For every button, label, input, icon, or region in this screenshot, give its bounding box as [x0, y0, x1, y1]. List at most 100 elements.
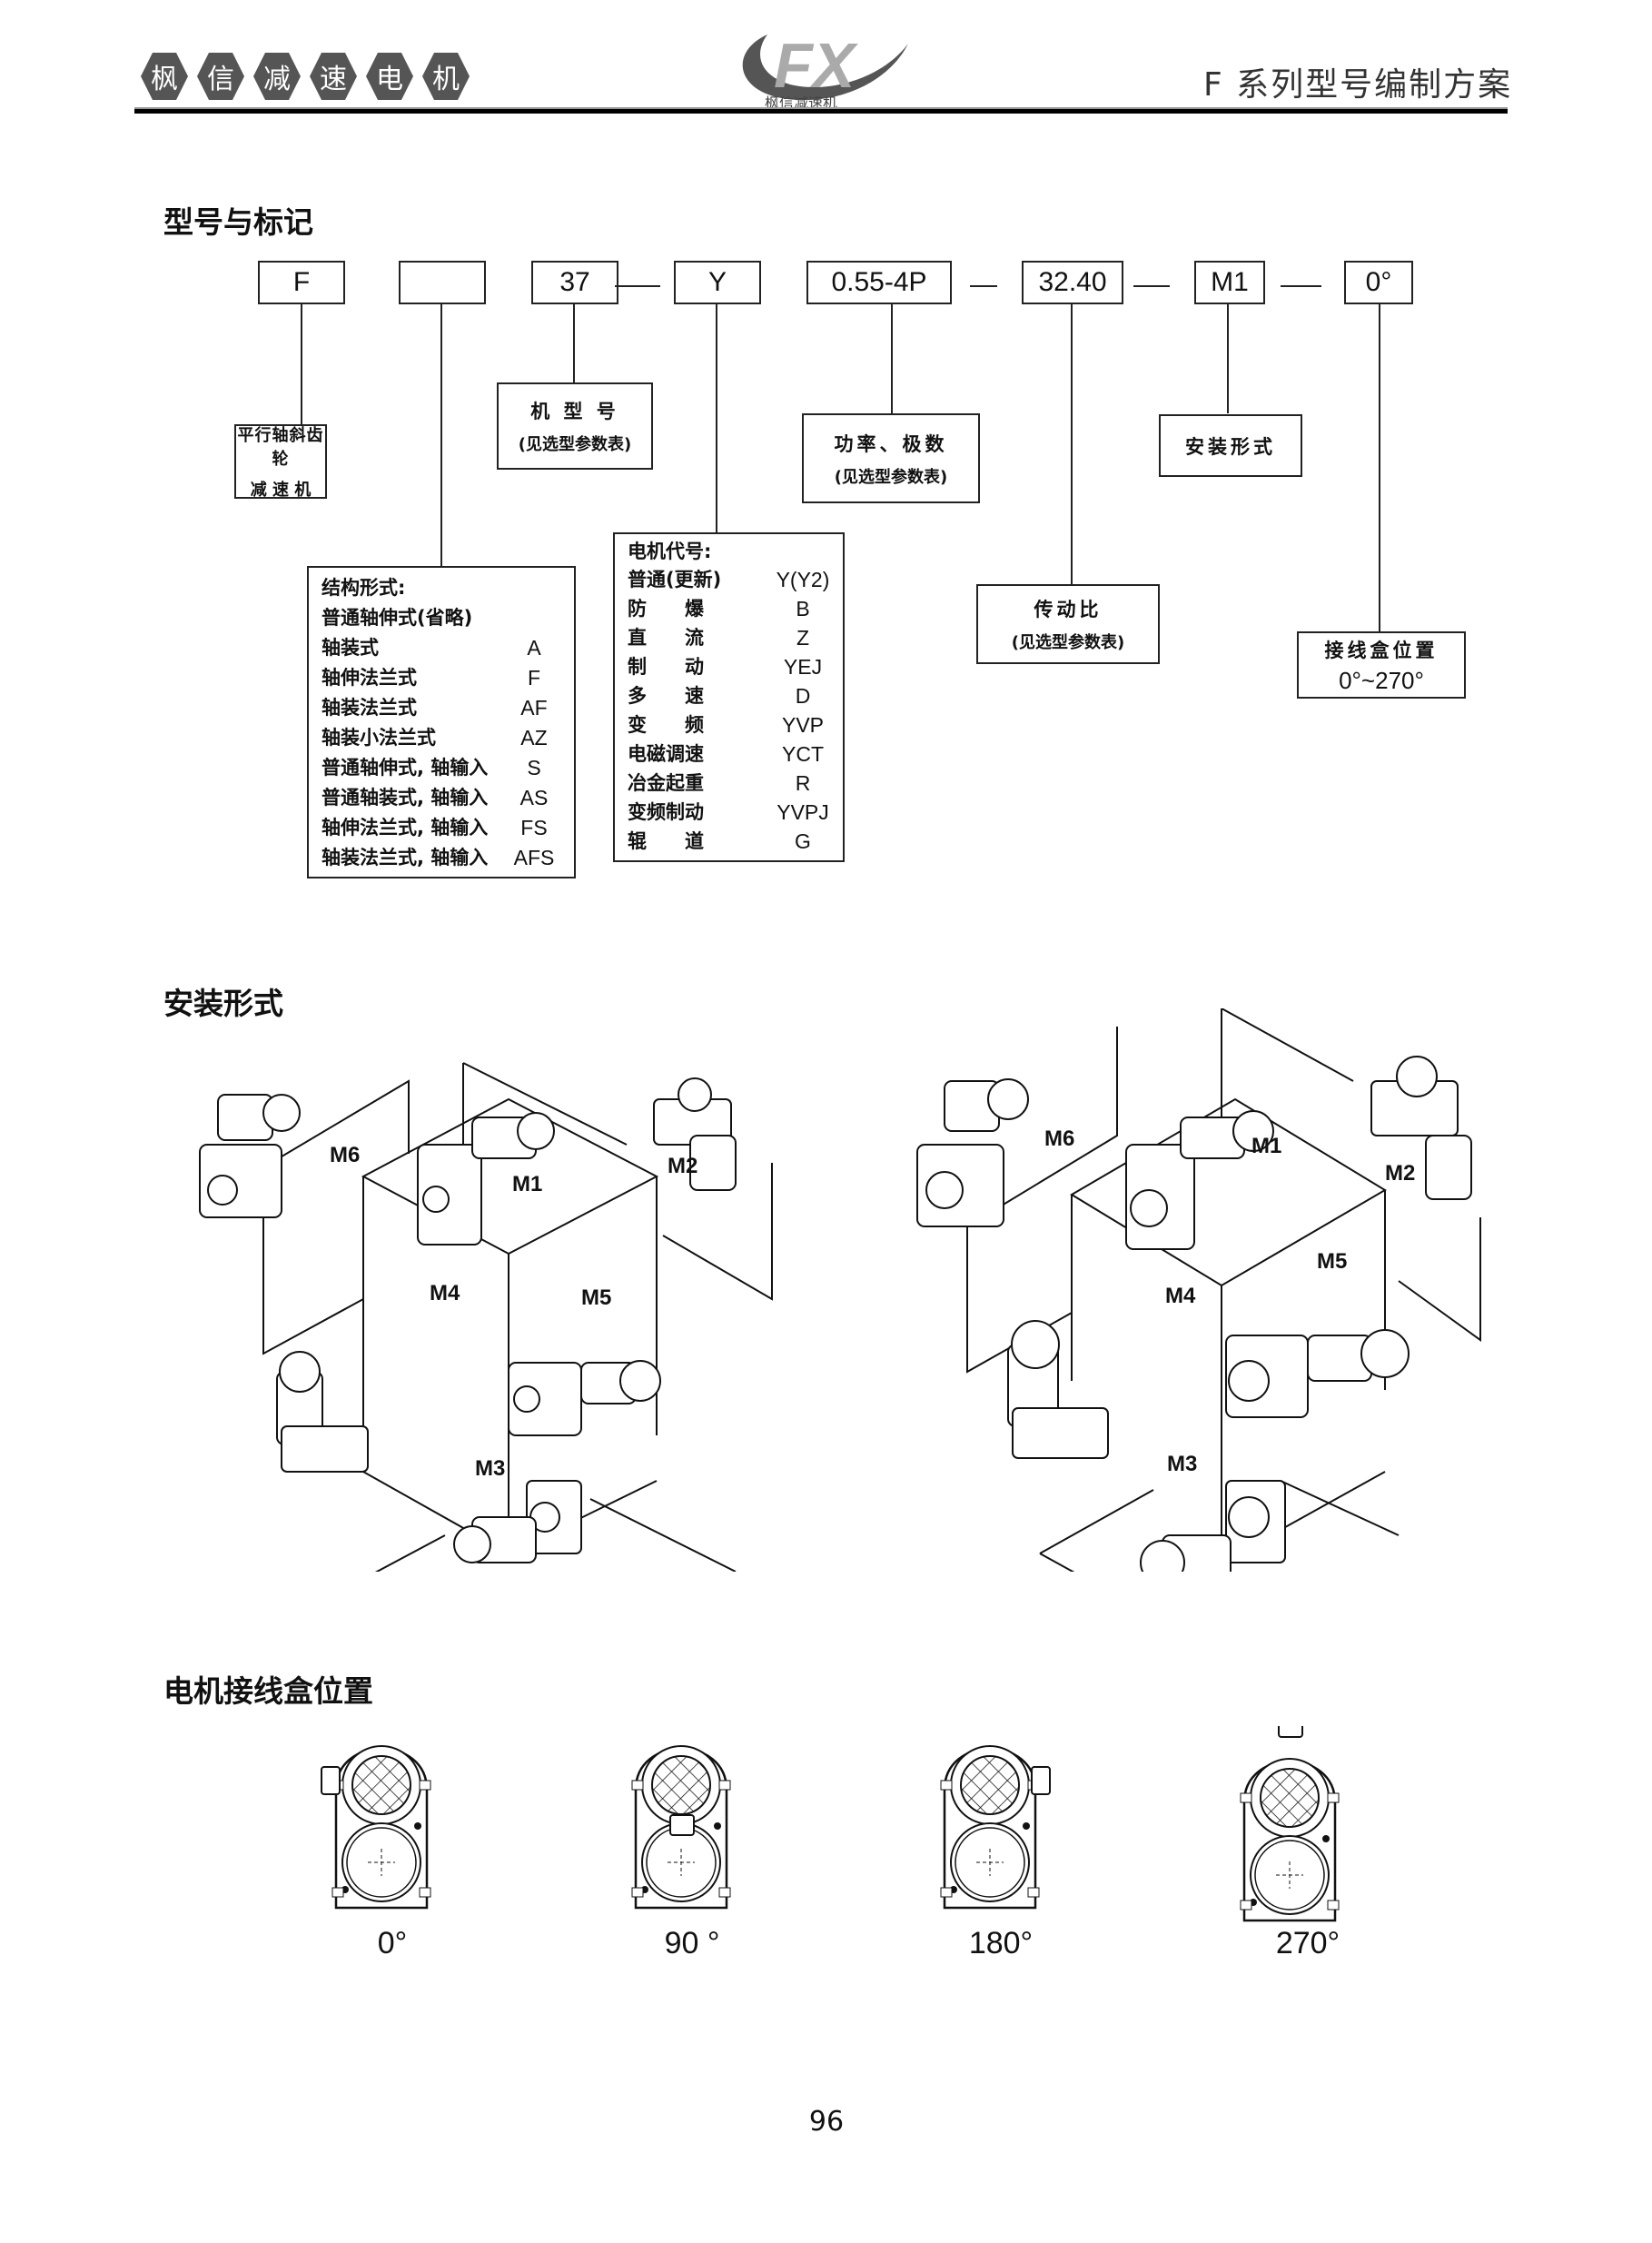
list-item-name: 制 动 — [628, 656, 704, 678]
list-item: 普通轴伸式, 轴输入 S — [321, 753, 561, 783]
label-power: 功率、极数 (见选型参数表) — [802, 413, 980, 503]
label-series-line1: 平行轴斜齿轮 — [237, 426, 324, 469]
list-item: 电磁调速 YCT — [628, 739, 830, 769]
label-ratio: 传动比 (见选型参数表) — [976, 584, 1160, 664]
connector-dash — [1281, 285, 1321, 287]
document-title: F 系列型号编制方案 — [1203, 66, 1513, 104]
mounting-label-m3: M3 — [475, 1456, 506, 1481]
list-item-code: AZ — [520, 726, 548, 749]
list-item-name: 防 爆 — [628, 598, 704, 620]
list-item-name: 冶金起重 — [628, 772, 704, 794]
page-number: 96 — [808, 2106, 845, 2138]
list-item-name: 普通(更新) — [628, 569, 722, 591]
mounting-label-m2: M2 — [1385, 1161, 1416, 1186]
gear-motor-m6-icon — [916, 1078, 1029, 1227]
list-item-name: 直 流 — [628, 627, 704, 649]
terminal-label-90: 90 ° — [664, 1926, 720, 1960]
brand-badges: 枫 信 减 速 电 机 — [141, 53, 470, 100]
gear-motor-m1-icon — [417, 1112, 555, 1246]
header-divider-shade — [134, 107, 1508, 109]
list-item: 制 动 YEJ — [628, 652, 830, 681]
mounting-label-m5: M5 — [1317, 1249, 1348, 1274]
gear-motor-m2-icon — [653, 1077, 737, 1191]
code-box-ratio: 32.40 — [1022, 261, 1123, 304]
label-series-line2: 减 速 机 — [250, 481, 312, 500]
code-box-series: F — [258, 261, 345, 304]
list-item-code: Y(Y2) — [776, 568, 830, 591]
list-item-code: B — [796, 597, 810, 620]
label-size: 机 型 号 (见选型参数表) — [497, 382, 653, 470]
leader-line — [440, 303, 442, 566]
connector-dash — [970, 285, 997, 287]
terminal-label-270: 270° — [1275, 1926, 1340, 1960]
code-box-motor: Y — [674, 261, 761, 304]
mounting-label-m4: M4 — [1165, 1284, 1196, 1308]
label-mounting-line1: 安装形式 — [1185, 435, 1276, 458]
list-item-name: 轴装法兰式, 轴输入 — [321, 847, 489, 868]
mounting-diagram-shaft — [199, 1062, 773, 1572]
list-item-code: D — [795, 684, 811, 708]
code-box-size: 37 — [531, 261, 618, 304]
connector-dash — [615, 285, 660, 287]
code-box-terminal: 0° — [1344, 261, 1413, 304]
label-terminal-line2: 0°~270° — [1339, 666, 1424, 694]
terminal-box-180-icon — [939, 1744, 1051, 1910]
mounting-label-m6: M6 — [1044, 1126, 1075, 1151]
label-mounting: 安装形式 — [1159, 414, 1302, 477]
terminal-box-views — [321, 1726, 1340, 1922]
gear-motor-m3-icon — [453, 1480, 582, 1563]
label-terminal: 接线盒位置 0°~270° — [1297, 631, 1466, 699]
leader-line — [573, 303, 575, 382]
connector-dash — [1133, 285, 1170, 287]
list-item-name: 轴装法兰式 — [321, 697, 417, 719]
list-item-code: A — [527, 636, 541, 660]
section-title-terminal-box: 电机接线盒位置 — [163, 1673, 373, 1709]
list-item-code: AF — [520, 696, 548, 720]
svg-text:FX: FX — [774, 30, 859, 101]
brand-char: 减 — [253, 53, 301, 100]
list-item-code: YVPJ — [777, 800, 829, 824]
fx-logo-icon: FX — [742, 30, 908, 101]
list-item-code: YCT — [782, 742, 824, 766]
brand-char: 机 — [422, 53, 470, 100]
terminal-label-180: 180° — [968, 1926, 1034, 1960]
gear-motor-m2-icon — [1370, 1056, 1472, 1200]
list-item-code: YEJ — [783, 655, 823, 679]
list-item-code: FS — [520, 816, 548, 839]
brand-char: 速 — [310, 53, 357, 100]
list-item-code: Z — [796, 626, 810, 650]
terminal-box-270-icon — [1239, 1726, 1340, 1922]
gear-motor-m4-icon — [276, 1351, 369, 1473]
code-box-power: 0.55-4P — [806, 261, 952, 304]
mounting-diagram-flange — [916, 1008, 1481, 1572]
list-item-code: G — [795, 829, 811, 853]
label-series: 平行轴斜齿轮 减 速 机 — [234, 424, 327, 500]
gear-motor-m1-icon — [1125, 1110, 1274, 1250]
mounting-label-m3: M3 — [1167, 1452, 1198, 1476]
list-item-name: 辊 道 — [628, 830, 704, 852]
leader-line — [716, 303, 717, 532]
leader-line — [1379, 303, 1380, 631]
list-item-name: 电磁调速 — [628, 743, 704, 765]
list-item-name: 普通轴伸式(省略) — [321, 607, 473, 629]
list-item-name: 轴伸法兰式 — [321, 667, 417, 689]
list-item: 轴装小法兰式 AZ — [321, 723, 561, 753]
mounting-label-m6: M6 — [330, 1143, 361, 1167]
list-item-name: 普通轴伸式, 轴输入 — [321, 757, 489, 779]
brand-char: 电 — [366, 53, 413, 100]
list-item-name: 轴装小法兰式 — [321, 727, 436, 749]
motor-list-title: 电机代号: — [628, 541, 712, 562]
terminal-box-0-icon — [321, 1744, 432, 1910]
code-box-mounting: M1 — [1194, 261, 1265, 304]
code-box-structure — [399, 261, 486, 304]
list-item-code: F — [527, 666, 541, 690]
list-item-code — [507, 603, 561, 633]
list-item-code: S — [527, 756, 541, 779]
